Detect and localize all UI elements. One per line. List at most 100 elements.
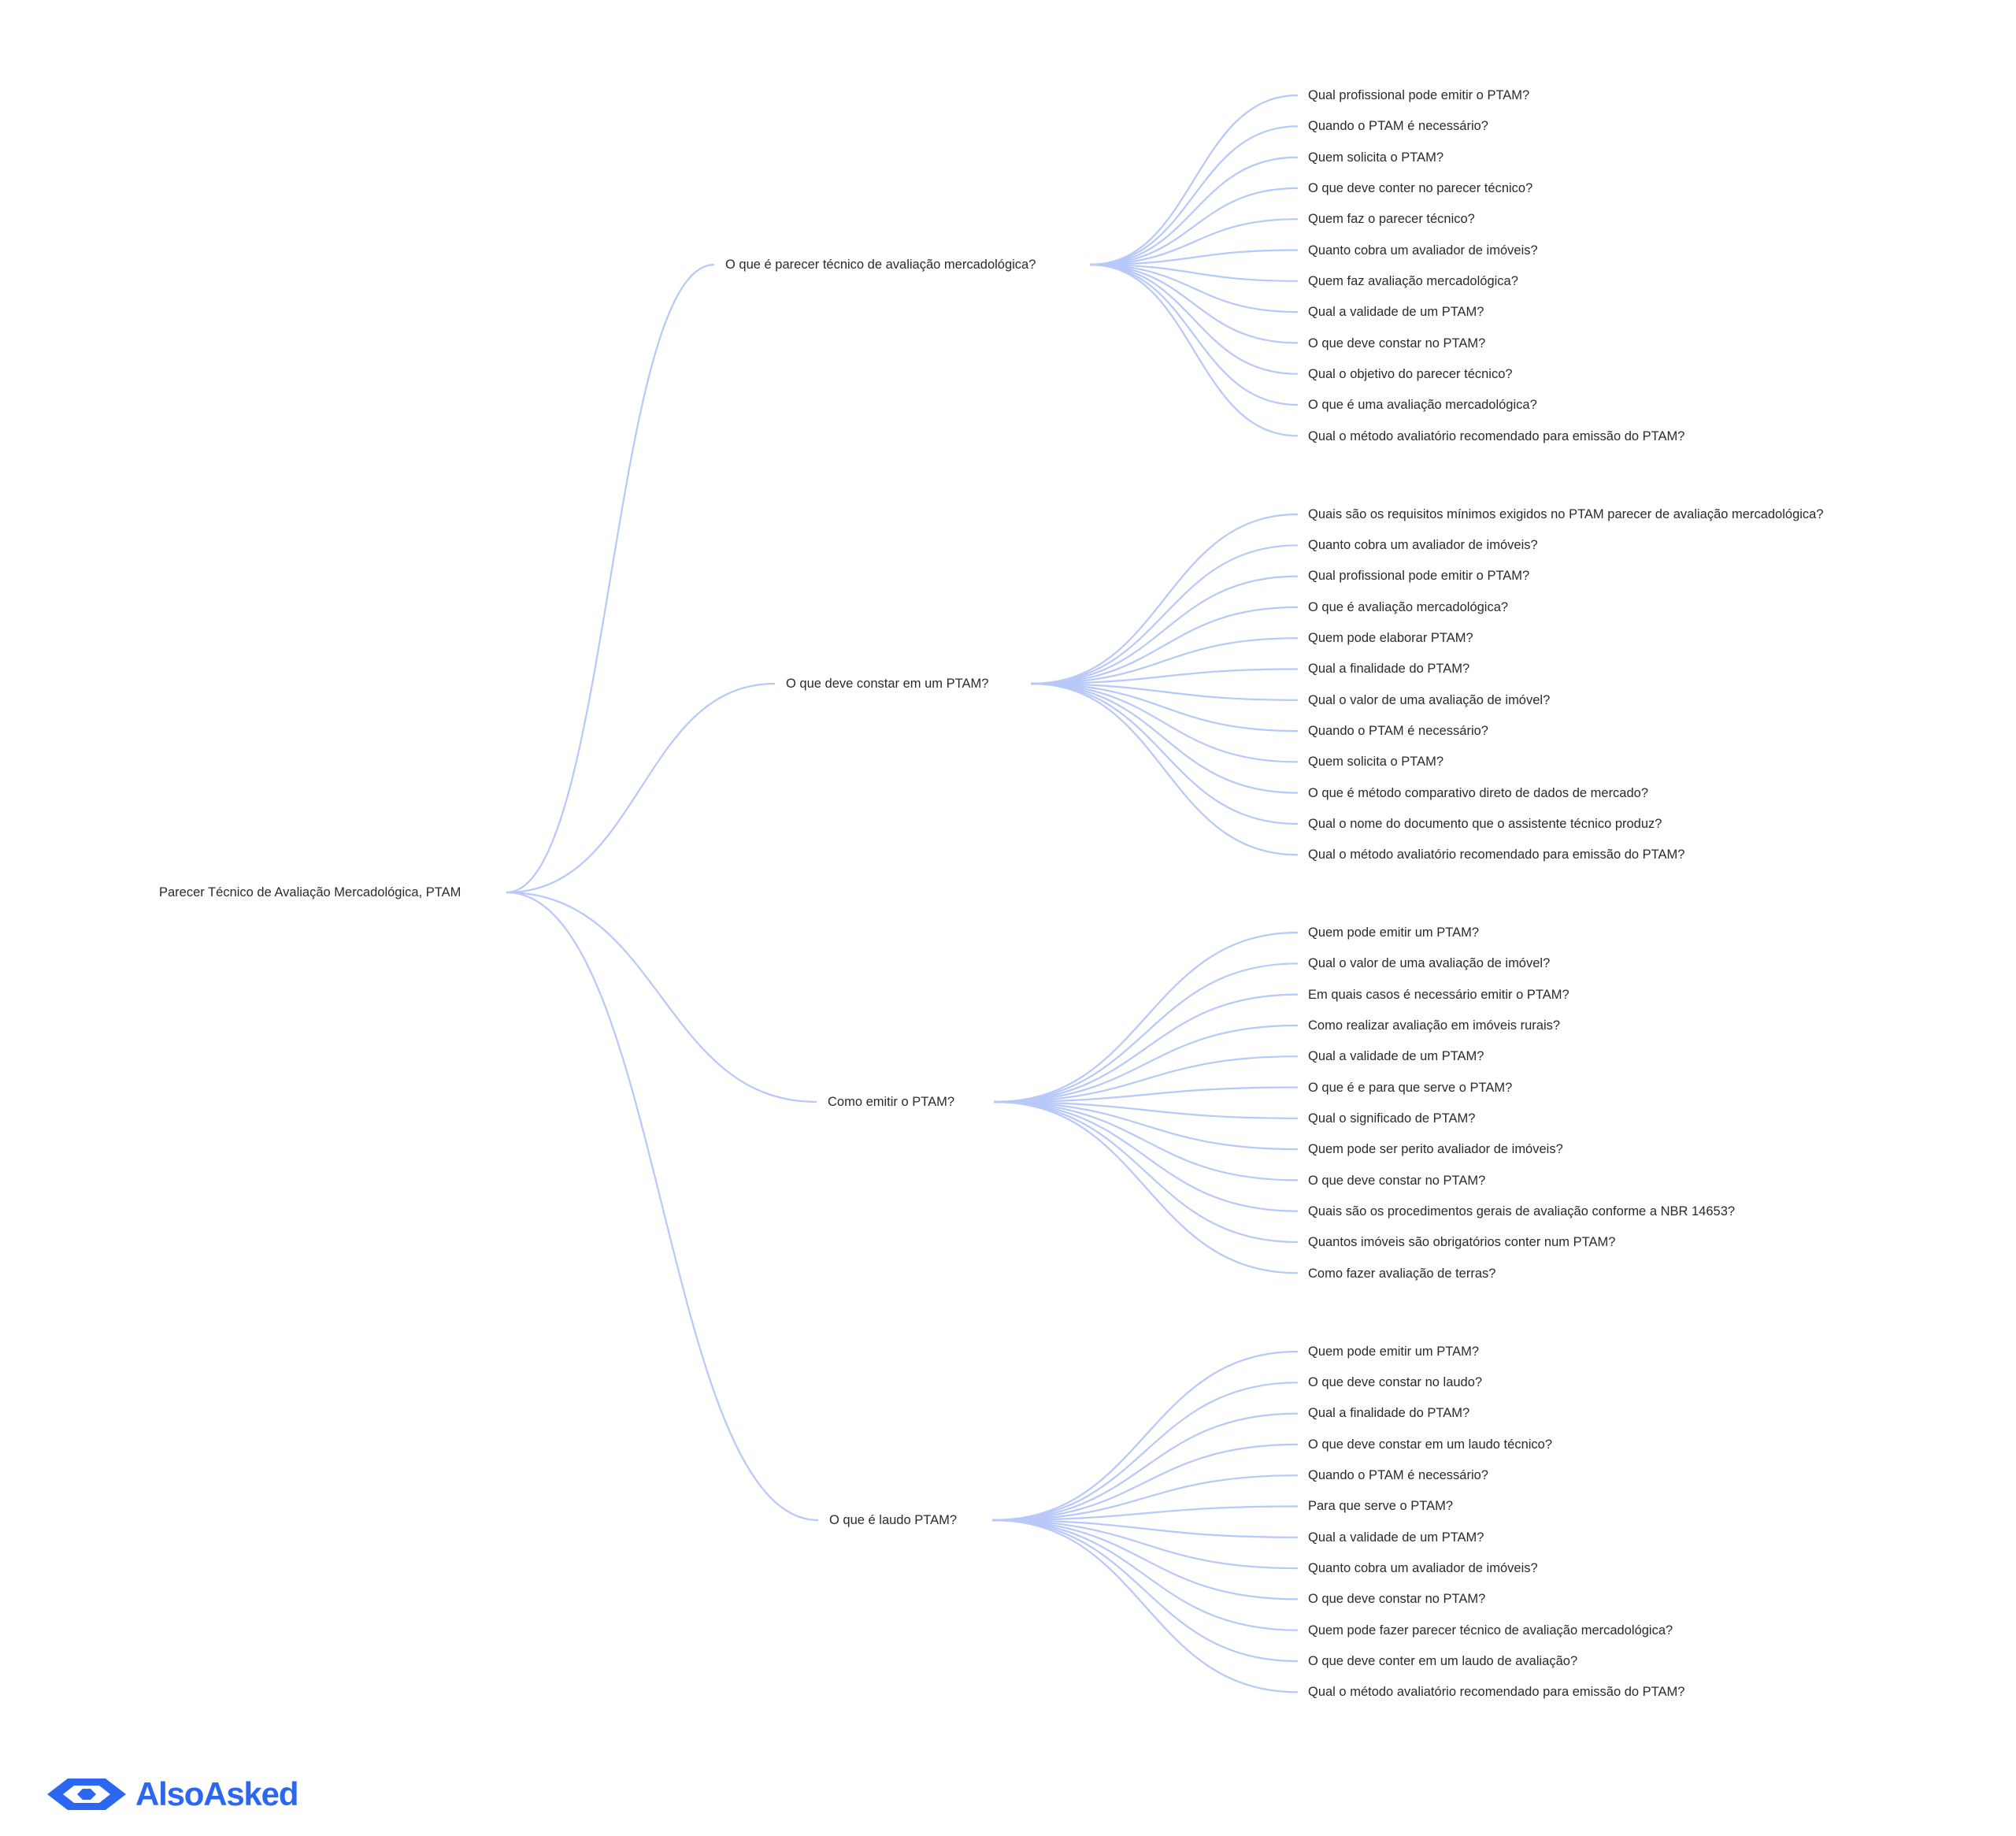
leaf-question[interactable]: Quanto cobra um avaliador de imóveis? (1308, 538, 1538, 552)
branch-to-leaf-connector (1030, 682, 1299, 856)
leaf-question[interactable]: O que deve conter no parecer técnico? (1308, 181, 1533, 195)
leaf-question[interactable]: Quem pode fazer parecer técnico de avali… (1308, 1623, 1673, 1638)
branch-to-leaf-connector (1089, 187, 1299, 266)
branch-to-leaf-connector (993, 1100, 1299, 1119)
branch-to-leaf-connector (991, 1412, 1299, 1522)
leaf-question[interactable]: Quem pode elaborar PTAM? (1308, 631, 1473, 645)
branch-to-leaf-connector (1089, 263, 1299, 406)
leaf-question[interactable]: O que deve constar no laudo? (1308, 1375, 1483, 1389)
branch-to-leaf-connector (991, 1519, 1299, 1600)
root-to-branch-connector (506, 891, 819, 1522)
leaf-question[interactable]: O que é método comparativo direto de dad… (1308, 786, 1649, 800)
leaf-question[interactable]: Em quais casos é necessário emitir o PTA… (1308, 988, 1569, 1002)
root-to-branch-connector (506, 682, 776, 894)
branch-to-leaf-connector (1030, 682, 1299, 733)
branch-node-3[interactable]: Como emitir o PTAM? (828, 1095, 955, 1109)
leaf-question[interactable]: Qual o significado de PTAM? (1308, 1111, 1476, 1126)
leaf-question[interactable]: Quem solicita o PTAM? (1308, 150, 1444, 165)
root-to-branch-connector (506, 891, 817, 1103)
branch-to-leaf-connector (1089, 94, 1299, 266)
leaf-question[interactable]: Quem pode emitir um PTAM? (1308, 1345, 1480, 1359)
branch-to-leaf-connector (1089, 125, 1299, 266)
leaf-question[interactable]: Quando o PTAM é necessário? (1308, 1468, 1488, 1482)
leaf-question[interactable]: O que é uma avaliação mercadológica? (1308, 398, 1537, 412)
leaf-question[interactable]: Qual a validade de um PTAM? (1308, 305, 1484, 319)
branch-to-leaf-connector (993, 1055, 1299, 1103)
alsoasked-eye-icon (47, 1779, 126, 1810)
branch-node-2[interactable]: O que deve constar em um PTAM? (786, 677, 989, 691)
leaf-question[interactable]: Quem solicita o PTAM? (1308, 755, 1444, 769)
branch-to-leaf-connector (993, 1024, 1299, 1103)
leaf-question[interactable]: Quem faz avaliação mercadológica? (1308, 274, 1518, 288)
leaf-question[interactable]: Quem pode emitir um PTAM? (1308, 925, 1480, 940)
leaf-question[interactable]: Qual a finalidade do PTAM? (1308, 662, 1470, 676)
branch-to-leaf-connector (991, 1382, 1299, 1522)
branch-to-leaf-connector (993, 1086, 1299, 1103)
leaf-question[interactable]: Quando o PTAM é necessário? (1308, 724, 1488, 738)
branch-to-leaf-connector (991, 1443, 1299, 1522)
leaf-question[interactable]: Quem faz o parecer técnico? (1308, 212, 1475, 226)
branch-to-leaf-connector (993, 963, 1299, 1103)
leaf-question[interactable]: O que deve conter em um laudo de avaliaç… (1308, 1654, 1578, 1668)
leaf-question[interactable]: Qual a validade de um PTAM? (1308, 1530, 1484, 1545)
branch-to-leaf-connector (991, 1519, 1299, 1693)
branch-to-leaf-connector (993, 993, 1299, 1103)
leaf-question[interactable]: Qual o objetivo do parecer técnico? (1308, 367, 1513, 381)
branch-to-leaf-connector (991, 1350, 1299, 1522)
branch-to-leaf-connector (993, 1100, 1299, 1151)
leaf-question[interactable]: Quais são os requisitos mínimos exigidos… (1308, 507, 1824, 521)
leaf-question[interactable]: Qual o método avaliatório recomendado pa… (1308, 1685, 1685, 1699)
branch-to-leaf-connector (1030, 544, 1299, 685)
branch-to-leaf-connector (1030, 575, 1299, 685)
leaf-question[interactable]: Qual profissional pode emitir o PTAM? (1308, 569, 1530, 583)
leaf-question[interactable]: Qual o nome do documento que o assistent… (1308, 817, 1662, 831)
branch-to-leaf-connector (1030, 513, 1299, 685)
leaf-question[interactable]: Para que serve o PTAM? (1308, 1499, 1454, 1513)
leaf-question[interactable]: Qual a validade de um PTAM? (1308, 1049, 1484, 1063)
root-to-branch-connector (506, 263, 715, 894)
branch-to-leaf-connector (991, 1474, 1299, 1522)
branch-to-leaf-connector (993, 1100, 1299, 1212)
branch-node-4[interactable]: O que é laudo PTAM? (829, 1513, 958, 1527)
branch-to-leaf-connector (993, 1100, 1299, 1181)
branch-to-leaf-connector (1030, 682, 1299, 794)
leaf-question[interactable]: Quando o PTAM é necessário? (1308, 119, 1488, 133)
leaf-question[interactable]: Qual o método avaliatório recomendado pa… (1308, 848, 1685, 862)
branch-to-leaf-connector (991, 1519, 1299, 1631)
leaf-question[interactable]: Quanto cobra um avaliador de imóveis? (1308, 243, 1538, 258)
leaf-question[interactable]: Como fazer avaliação de terras? (1308, 1267, 1496, 1281)
leaf-question[interactable]: O que é e para que serve o PTAM? (1308, 1081, 1513, 1095)
leaf-question[interactable]: Quanto cobra um avaliador de imóveis? (1308, 1561, 1538, 1575)
leaf-question[interactable]: Quais são os procedimentos gerais de ava… (1308, 1204, 1736, 1218)
branch-to-leaf-connector (1030, 682, 1299, 763)
leaf-question[interactable]: Qual o método avaliatório recomendado pa… (1308, 429, 1685, 443)
branch-to-leaf-connector (1030, 637, 1299, 685)
leaf-question[interactable]: O que deve constar no PTAM? (1308, 1174, 1486, 1188)
branch-to-leaf-connector (1089, 263, 1299, 313)
leaf-question[interactable]: Qual o valor de uma avaliação de imóvel? (1308, 693, 1551, 707)
branch-to-leaf-connector (991, 1519, 1299, 1663)
leaf-question[interactable]: Qual o valor de uma avaliação de imóvel? (1308, 956, 1551, 970)
leaf-question[interactable]: O que deve constar em um laudo técnico? (1308, 1437, 1553, 1452)
alsoasked-logo[interactable]: AlsoAsked (46, 1772, 298, 1816)
branch-node-1[interactable]: O que é parecer técnico de avaliação mer… (725, 258, 1036, 272)
leaf-question[interactable]: Quantos imóveis são obrigatórios conter … (1308, 1235, 1616, 1249)
leaf-question[interactable]: O que é avaliação mercadológica? (1308, 600, 1509, 614)
branch-to-leaf-connector (1089, 249, 1299, 266)
branch-to-leaf-connector (991, 1505, 1299, 1522)
branch-to-leaf-connector (1089, 263, 1299, 437)
branch-to-leaf-connector (1089, 263, 1299, 282)
branch-to-leaf-connector (993, 931, 1299, 1103)
branch-to-leaf-connector (993, 1100, 1299, 1244)
branch-to-leaf-connector (1030, 682, 1299, 825)
branch-to-leaf-connector (1089, 263, 1299, 344)
leaf-question[interactable]: Qual a finalidade do PTAM? (1308, 1406, 1470, 1420)
leaf-question[interactable]: O que deve constar no PTAM? (1308, 1592, 1486, 1606)
leaf-question[interactable]: Como realizar avaliação em imóveis rurai… (1308, 1018, 1561, 1033)
alsoasked-wordmark: AlsoAsked (135, 1775, 298, 1812)
branch-to-leaf-connector (1089, 218, 1299, 266)
leaf-question[interactable]: Quem pode ser perito avaliador de imóvei… (1308, 1142, 1563, 1156)
leaf-question[interactable]: Qual profissional pode emitir o PTAM? (1308, 88, 1530, 102)
branch-to-leaf-connector (1030, 606, 1299, 685)
leaf-question[interactable]: O que deve constar no PTAM? (1308, 336, 1486, 351)
